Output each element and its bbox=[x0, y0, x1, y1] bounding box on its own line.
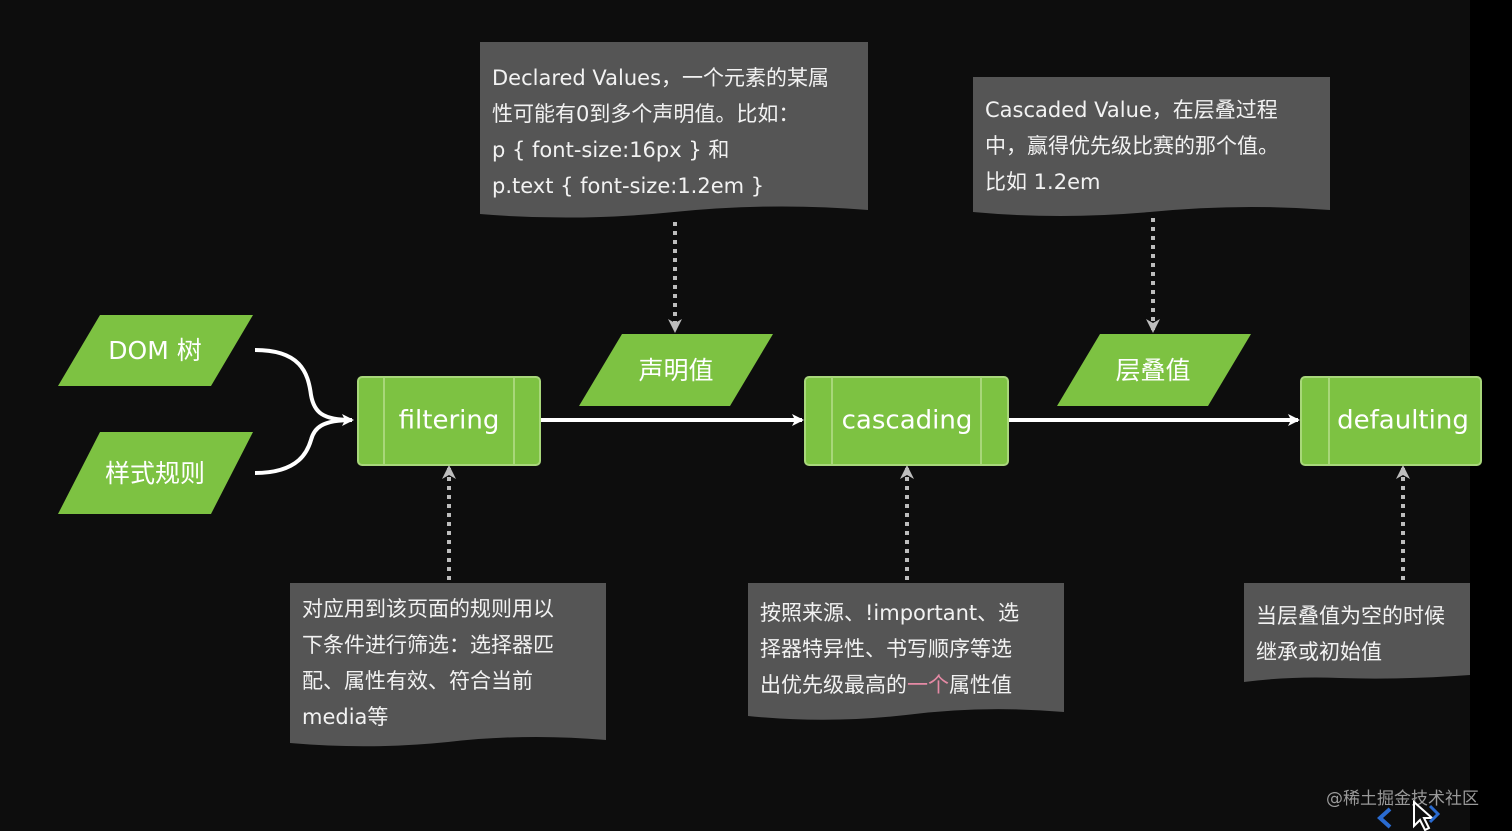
value-declared-label: 声明值 bbox=[638, 356, 713, 385]
note-cascaded-line-3: 比如 1.2em bbox=[985, 170, 1101, 194]
note-shape-defaulting bbox=[1244, 583, 1470, 682]
note-shape-filtering bbox=[290, 583, 606, 747]
input-dom-shape bbox=[58, 315, 253, 386]
merge-curve-rules bbox=[254, 414, 354, 475]
note-cascaded-line-1: Cascaded Value，在层叠过程 bbox=[985, 98, 1278, 122]
note-defaulting-line-2: 继承或初始值 bbox=[1256, 640, 1382, 664]
process-filtering-label: filtering bbox=[399, 406, 500, 436]
note-cascading: 按照来源、!important、选 择器特异性、书写顺序等选 出优先级最高的一个… bbox=[748, 595, 1064, 703]
note-filtering: 对应用到该页面的规则用以 下条件进行筛选：选择器匹 配、属性有效、符合当前 me… bbox=[290, 591, 606, 735]
note-filtering-line-1: 对应用到该页面的规则用以 bbox=[302, 597, 554, 621]
note-cascading-highlight: 一个 bbox=[907, 673, 949, 697]
input-rules-label: 样式规则 bbox=[105, 459, 205, 488]
note-cascading-line-3: 出优先级最高的一个属性值 bbox=[760, 667, 1052, 703]
note-cascading-line-1: 按照来源、!important、选 bbox=[760, 601, 1020, 625]
note-filtering-line-3: 配、属性有效、符合当前 bbox=[302, 669, 533, 693]
watermark: @稀土掘金技术社区 bbox=[1326, 789, 1479, 809]
input-rules-shape bbox=[58, 432, 253, 514]
note-declared-values: Declared Values，一个元素的某属 性可能有0到多个声明值。比如： … bbox=[480, 60, 868, 204]
note-cascading-line-3c: 属性值 bbox=[949, 673, 1012, 697]
process-cascading-label: cascading bbox=[842, 406, 973, 436]
mouse-cursor-icon bbox=[1413, 800, 1440, 831]
note-filtering-line-4: media等 bbox=[302, 705, 389, 729]
process-cascading bbox=[804, 376, 1009, 466]
note-declared-line-4: p.text { font-size:1.2em } bbox=[492, 174, 765, 198]
note-cascading-line-3a: 出优先级最高的 bbox=[760, 673, 907, 697]
process-filtering bbox=[357, 376, 541, 466]
process-defaulting-label: defaulting bbox=[1337, 406, 1469, 436]
value-declared-shape bbox=[579, 334, 773, 406]
note-filtering-line-2: 下条件进行筛选：选择器匹 bbox=[302, 633, 554, 657]
note-declared-line-1: Declared Values，一个元素的某属 bbox=[492, 66, 830, 90]
note-cascaded-line-2: 中，赢得优先级比赛的那个值。 bbox=[985, 134, 1279, 158]
note-defaulting-line-1: 当层叠值为空的时候 bbox=[1256, 604, 1445, 628]
merge-curve-dom bbox=[254, 348, 353, 422]
value-cascaded-shape bbox=[1057, 334, 1251, 406]
note-declared-line-3: p { font-size:16px } 和 bbox=[492, 138, 730, 162]
note-declared-line-2: 性可能有0到多个声明值。比如： bbox=[492, 102, 800, 126]
note-cascading-line-2: 择器特异性、书写顺序等选 bbox=[760, 637, 1012, 661]
process-defaulting bbox=[1300, 376, 1482, 466]
value-cascaded-label: 层叠值 bbox=[1115, 356, 1190, 385]
note-cascaded-value: Cascaded Value，在层叠过程 中，赢得优先级比赛的那个值。 比如 1… bbox=[973, 92, 1330, 200]
input-dom-label: DOM 树 bbox=[108, 336, 201, 365]
note-shape-declared bbox=[480, 42, 868, 218]
note-shape-cascaded bbox=[973, 77, 1330, 216]
note-shape-cascading bbox=[748, 583, 1064, 720]
back-chevron-icon[interactable] bbox=[1374, 806, 1398, 830]
note-defaulting: 当层叠值为空的时候 继承或初始值 bbox=[1244, 598, 1470, 670]
